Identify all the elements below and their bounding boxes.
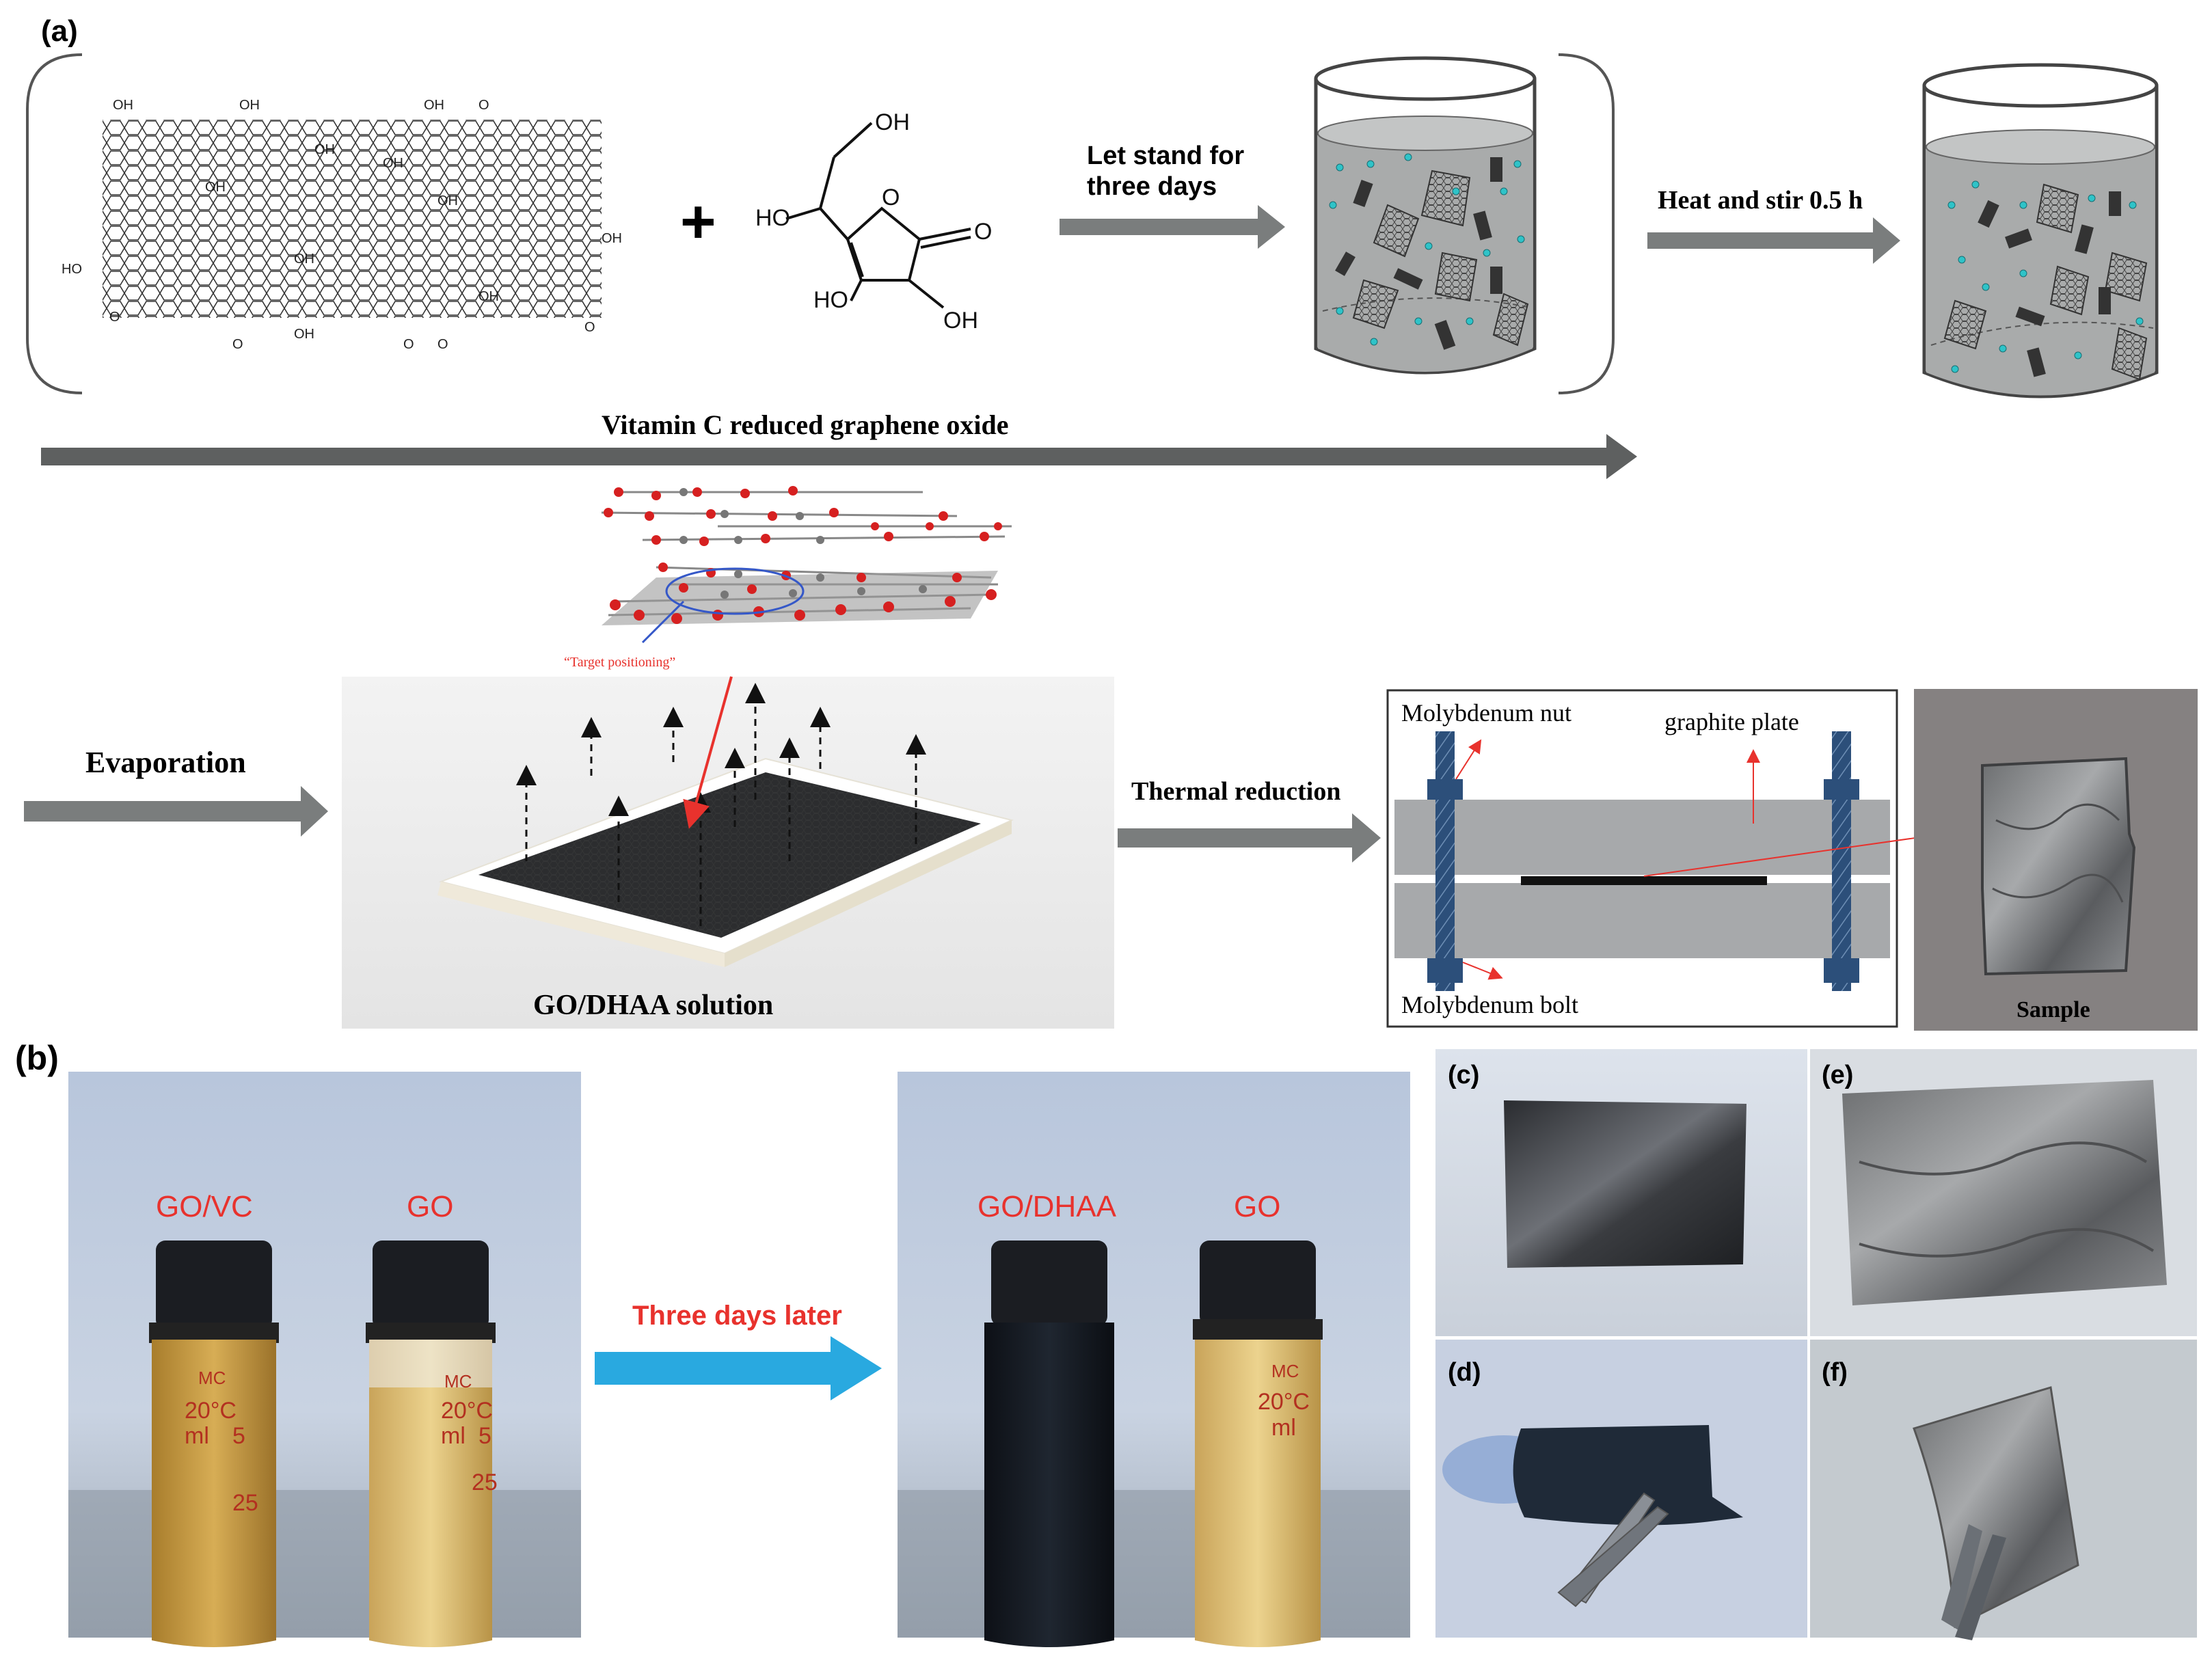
photo-panel-c	[1435, 1049, 1807, 1336]
vc-label-ho-left: HO	[755, 205, 790, 231]
graphite-plate-label: graphite plate	[1664, 708, 1799, 735]
molybdenum-bolt-label: Molybdenum bolt	[1401, 991, 1578, 1018]
arrow-three-days-later	[595, 1336, 882, 1400]
thermal-reduction-label: Thermal reduction	[1131, 777, 1340, 806]
vial1-marking-brand: MC	[198, 1368, 226, 1388]
vial2-marking-25: 25	[472, 1469, 498, 1495]
go-label-o-5: O	[437, 337, 448, 352]
arrow-let-stand	[1060, 205, 1285, 249]
go-label-o-2: O	[109, 310, 120, 325]
target-positioning-label: “Target positioning”	[564, 655, 675, 670]
vial2-marking-brand: MC	[444, 1371, 472, 1392]
arrow-heat-stir	[1647, 217, 1900, 264]
vitamin-c-molecule: OH HO O O HO OH	[755, 109, 992, 334]
vial2-marking-temp: 20°C	[441, 1398, 493, 1424]
evaporation-label: Evaporation	[85, 746, 246, 779]
vial1-marking-5: 5	[232, 1423, 245, 1449]
go-label-oh-3: OH	[424, 98, 444, 113]
plus-sign: +	[680, 188, 716, 256]
panel-label-d: (d)	[1448, 1358, 1481, 1387]
vial2-marking-unit: ml	[441, 1423, 466, 1449]
go-label-oh-2: OH	[239, 98, 260, 113]
vial1-marking-25: 25	[232, 1490, 258, 1516]
panel-label-e: (e)	[1822, 1061, 1853, 1089]
beaker-1	[1314, 56, 1537, 375]
photo-panel-f	[1810, 1340, 2197, 1640]
go-label-o-6: O	[584, 320, 595, 335]
vial3-marking-temp: 20°C	[1258, 1389, 1310, 1415]
go-label-oh-1: OH	[113, 98, 133, 113]
vial3-marking-unit: ml	[1271, 1415, 1296, 1441]
go-label-oh-8: OH	[602, 231, 622, 246]
go-dhaa-render	[342, 676, 1114, 1029]
photo-panel-e	[1810, 1049, 2197, 1336]
beaker-2	[1922, 63, 2159, 398]
sample-label: Sample	[2017, 997, 2090, 1022]
go-dhaa-solution-label: GO/DHAA solution	[533, 990, 773, 1021]
vc-label-ho-bottom: HO	[813, 287, 848, 313]
bracket-right	[1558, 53, 1615, 394]
bracket-left	[26, 53, 83, 394]
vial-markings-1: MC 20°C ml 5 25 MC 20°C ml 5 25	[185, 1368, 498, 1516]
vial-label-go-vc: GO/VC	[156, 1190, 253, 1223]
sample-photo	[1914, 689, 2198, 1031]
vial-markings-2: MC 20°C ml	[1258, 1361, 1310, 1441]
go-label-oh-11: OH	[294, 327, 314, 342]
panel-label-c: (c)	[1448, 1061, 1479, 1089]
arrow-vc-reduced	[41, 434, 1637, 479]
heat-stir-label: Heat and stir 0.5 h	[1658, 186, 1863, 215]
photo-vials-later	[898, 1072, 1410, 1647]
photo-vials-initial	[68, 1072, 581, 1647]
molecular-layers	[601, 486, 1012, 644]
vial-label-go-1: GO	[407, 1190, 453, 1223]
arrow-thermal-reduction	[1118, 813, 1381, 863]
graphene-oxide-structure: OH OH OH O OH OH OH OH OH HO OH OH OH O …	[62, 98, 622, 352]
vial1-marking-unit: ml	[185, 1423, 209, 1449]
go-label-oh-4: OH	[314, 142, 335, 157]
go-label-o-4: O	[403, 337, 414, 352]
go-label-oh-9: OH	[294, 252, 314, 267]
vial3-marking-brand: MC	[1271, 1361, 1299, 1381]
photo-panel-d	[1435, 1340, 1807, 1638]
panel-label-b: (b)	[15, 1039, 59, 1077]
go-label-o-3: O	[232, 337, 243, 352]
arrow-evaporation	[24, 786, 328, 837]
let-stand-line2: three days	[1087, 172, 1217, 201]
go-label-oh-5: OH	[383, 156, 403, 171]
go-label-ho-1: HO	[62, 262, 82, 277]
vc-label-oh-top: OH	[875, 109, 910, 135]
vc-label-oh-bottom: OH	[943, 308, 978, 334]
vial-label-go-2: GO	[1234, 1190, 1280, 1223]
vc-label-o-carbonyl: O	[974, 219, 992, 245]
go-label-o-1: O	[478, 98, 489, 113]
vc-reduced-label: Vitamin C reduced graphene oxide	[602, 409, 1009, 440]
press-schematic	[1386, 689, 1995, 1028]
go-label-oh-7: OH	[437, 193, 458, 208]
vial1-marking-temp: 20°C	[185, 1398, 237, 1424]
panel-label-a: (a)	[41, 14, 78, 48]
panel-label-f: (f)	[1822, 1358, 1848, 1387]
vc-label-o-ring: O	[882, 185, 900, 211]
go-label-oh-6: OH	[205, 180, 226, 195]
molybdenum-nut-label: Molybdenum nut	[1401, 699, 1572, 727]
vial2-marking-5: 5	[478, 1423, 491, 1449]
three-days-later-label: Three days later	[632, 1301, 842, 1331]
go-label-oh-10: OH	[478, 289, 499, 304]
vial-label-go-dhaa: GO/DHAA	[977, 1190, 1117, 1223]
let-stand-line1: Let stand for	[1087, 141, 1244, 170]
